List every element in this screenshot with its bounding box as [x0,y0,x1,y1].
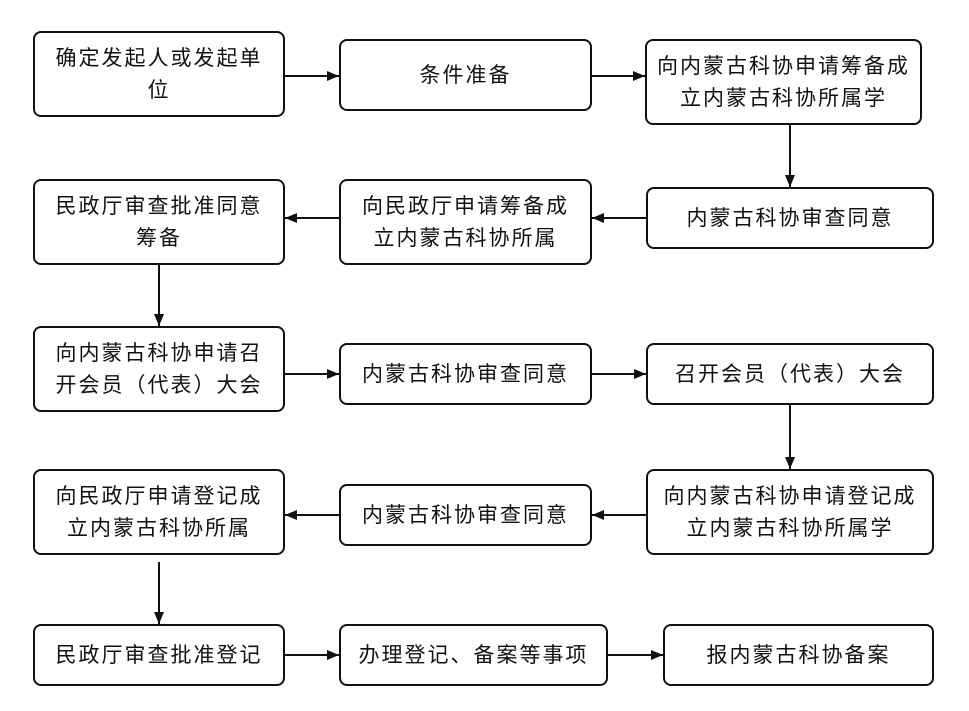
step-label: 向内蒙古科协申请登记成立内蒙古科协所属学 [663,484,917,540]
step-association-approves-registration: 内蒙古科协审查同意 [339,484,592,546]
step-label: 向民政厅申请筹备成立内蒙古科协所属 [362,194,569,250]
step-label: 办理登记、备案等事项 [358,643,589,667]
step-report-association-filing: 报内蒙古科协备案 [663,624,934,686]
step-prepare-conditions: 条件准备 [339,39,592,111]
step-label: 内蒙古科协审查同意 [362,362,569,386]
step-apply-convene-congress: 向内蒙古科协申请召开会员（代表）大会 [33,326,285,412]
step-association-approves-congress: 内蒙古科协审查同意 [339,343,592,405]
step-apply-association-preparation: 向内蒙古科协申请筹备成立内蒙古科协所属学 [645,39,922,125]
step-label: 内蒙古科协审查同意 [686,206,894,230]
step-label: 召开会员（代表）大会 [675,362,905,386]
step-label: 向民政厅申请登记成立内蒙古科协所属 [55,484,263,540]
step-label: 民政厅审查批准登记 [55,643,263,667]
step-label: 确定发起人或发起单位 [55,46,263,102]
step-apply-association-registration: 向内蒙古科协申请登记成立内蒙古科协所属学 [646,469,934,555]
step-convene-congress: 召开会员（代表）大会 [646,343,934,405]
step-civil-affairs-approves-registration: 民政厅审查批准登记 [33,624,285,686]
step-apply-civil-affairs-registration: 向民政厅申请登记成立内蒙古科协所属 [33,469,285,555]
step-association-approves-preparation: 内蒙古科协审查同意 [646,187,934,249]
step-label: 内蒙古科协审查同意 [362,503,569,527]
step-civil-affairs-approves-preparation: 民政厅审查批准同意筹备 [33,179,285,265]
step-confirm-initiator: 确定发起人或发起单位 [33,31,285,117]
step-label: 向内蒙古科协申请筹备成立内蒙古科协所属学 [657,54,910,110]
step-handle-registration-filing: 办理登记、备案等事项 [339,624,608,686]
step-label: 民政厅审查批准同意筹备 [55,194,263,250]
step-label: 向内蒙古科协申请召开会员（代表）大会 [55,341,263,397]
step-label: 报内蒙古科协备案 [706,643,891,667]
step-label: 条件准备 [419,63,512,87]
step-apply-civil-affairs-preparation: 向民政厅申请筹备成立内蒙古科协所属 [339,179,592,265]
